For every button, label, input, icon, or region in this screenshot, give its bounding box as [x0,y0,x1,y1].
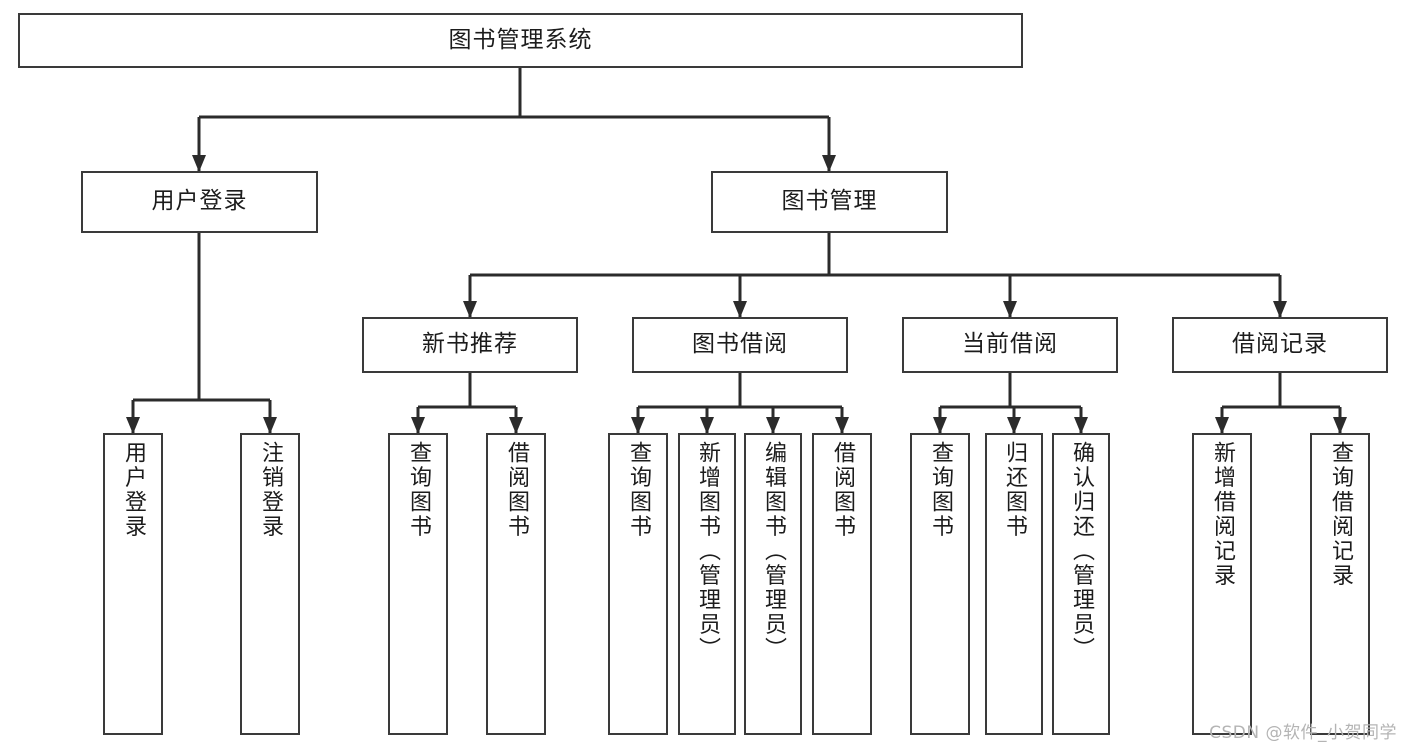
node-root[interactable]: 图书管理系统 [18,13,1023,68]
node-user-login[interactable]: 用户登录 [81,171,318,233]
node-leaf-user-login[interactable]: 用户登录 [103,433,163,735]
node-leaf-logout[interactable]: 注销登录 [240,433,300,735]
node-label: 归还图书 [1001,441,1027,539]
node-leaf-borrow-borrow-book[interactable]: 借阅图书 [812,433,872,735]
node-label: 确认归还（管理员） [1068,441,1094,662]
node-new-book-recommend[interactable]: 新书推荐 [362,317,578,373]
node-label: 图书借阅 [692,331,788,358]
node-leaf-current-query-book[interactable]: 查询图书 [910,433,970,735]
node-label: 编辑图书（管理员） [760,441,786,662]
node-label: 用户登录 [151,188,248,215]
node-label: 新增图书（管理员） [694,441,720,662]
node-leaf-borrow-query-book[interactable]: 查询图书 [608,433,668,735]
node-leaf-borrow-edit-book[interactable]: 编辑图书（管理员） [744,433,802,735]
node-label: 注销登录 [257,441,283,539]
node-label: 图书管理 [781,188,878,215]
node-leaf-borrow-add-book[interactable]: 新增图书（管理员） [678,433,736,735]
node-leaf-current-return-book[interactable]: 归还图书 [985,433,1043,735]
node-label: 图书管理系统 [448,26,593,53]
node-label: 用户登录 [120,441,146,539]
node-leaf-recommend-borrow-book[interactable]: 借阅图书 [486,433,546,735]
node-leaf-recommend-query-book[interactable]: 查询图书 [388,433,448,735]
node-label: 新书推荐 [422,331,518,358]
node-label: 借阅记录 [1232,331,1328,358]
node-book-borrow[interactable]: 图书借阅 [632,317,848,373]
node-label: 查询图书 [927,441,953,539]
node-leaf-record-add[interactable]: 新增借阅记录 [1192,433,1252,735]
node-leaf-current-confirm-return[interactable]: 确认归还（管理员） [1052,433,1110,735]
node-label: 查询借阅记录 [1327,441,1353,588]
watermark-text: CSDN @软件_小贺同学 [1209,723,1397,743]
node-label: 借阅图书 [503,441,529,539]
node-label: 新增借阅记录 [1209,441,1235,588]
node-current-borrow[interactable]: 当前借阅 [902,317,1118,373]
node-label: 借阅图书 [829,441,855,539]
node-label: 当前借阅 [962,331,1058,358]
node-borrow-record[interactable]: 借阅记录 [1172,317,1388,373]
node-leaf-record-query[interactable]: 查询借阅记录 [1310,433,1370,735]
node-label: 查询图书 [405,441,431,539]
node-label: 查询图书 [625,441,651,539]
node-book-manage[interactable]: 图书管理 [711,171,948,233]
